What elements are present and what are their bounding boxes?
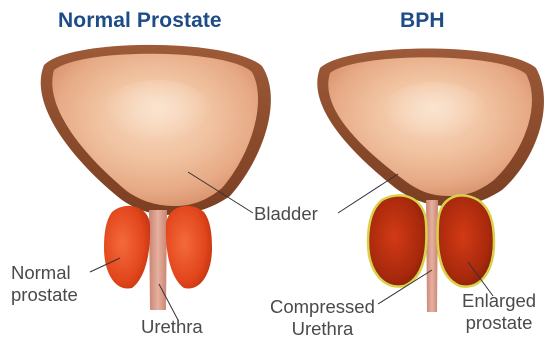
compressed-urethra bbox=[426, 200, 438, 312]
label-bladder: Bladder bbox=[254, 203, 318, 225]
label-compressed-urethra: Compressed Urethra bbox=[270, 296, 375, 340]
title-bph: BPH bbox=[400, 9, 445, 33]
label-normal-prostate-line2: prostate bbox=[11, 284, 78, 306]
label-compressed-urethra-line2: Urethra bbox=[270, 318, 375, 340]
label-enlarged-prostate-line2: prostate bbox=[462, 312, 536, 334]
label-enlarged-prostate-line1: Enlarged bbox=[462, 290, 536, 312]
label-urethra: Urethra bbox=[141, 316, 203, 338]
label-normal-prostate-line1: Normal bbox=[11, 262, 78, 284]
bph-bladder bbox=[317, 49, 544, 207]
label-compressed-urethra-line1: Compressed bbox=[270, 296, 375, 318]
label-enlarged-prostate: Enlarged prostate bbox=[462, 290, 536, 334]
normal-bladder bbox=[41, 45, 271, 215]
title-normal-prostate: Normal Prostate bbox=[58, 9, 222, 33]
label-normal-prostate: Normal prostate bbox=[11, 262, 78, 306]
